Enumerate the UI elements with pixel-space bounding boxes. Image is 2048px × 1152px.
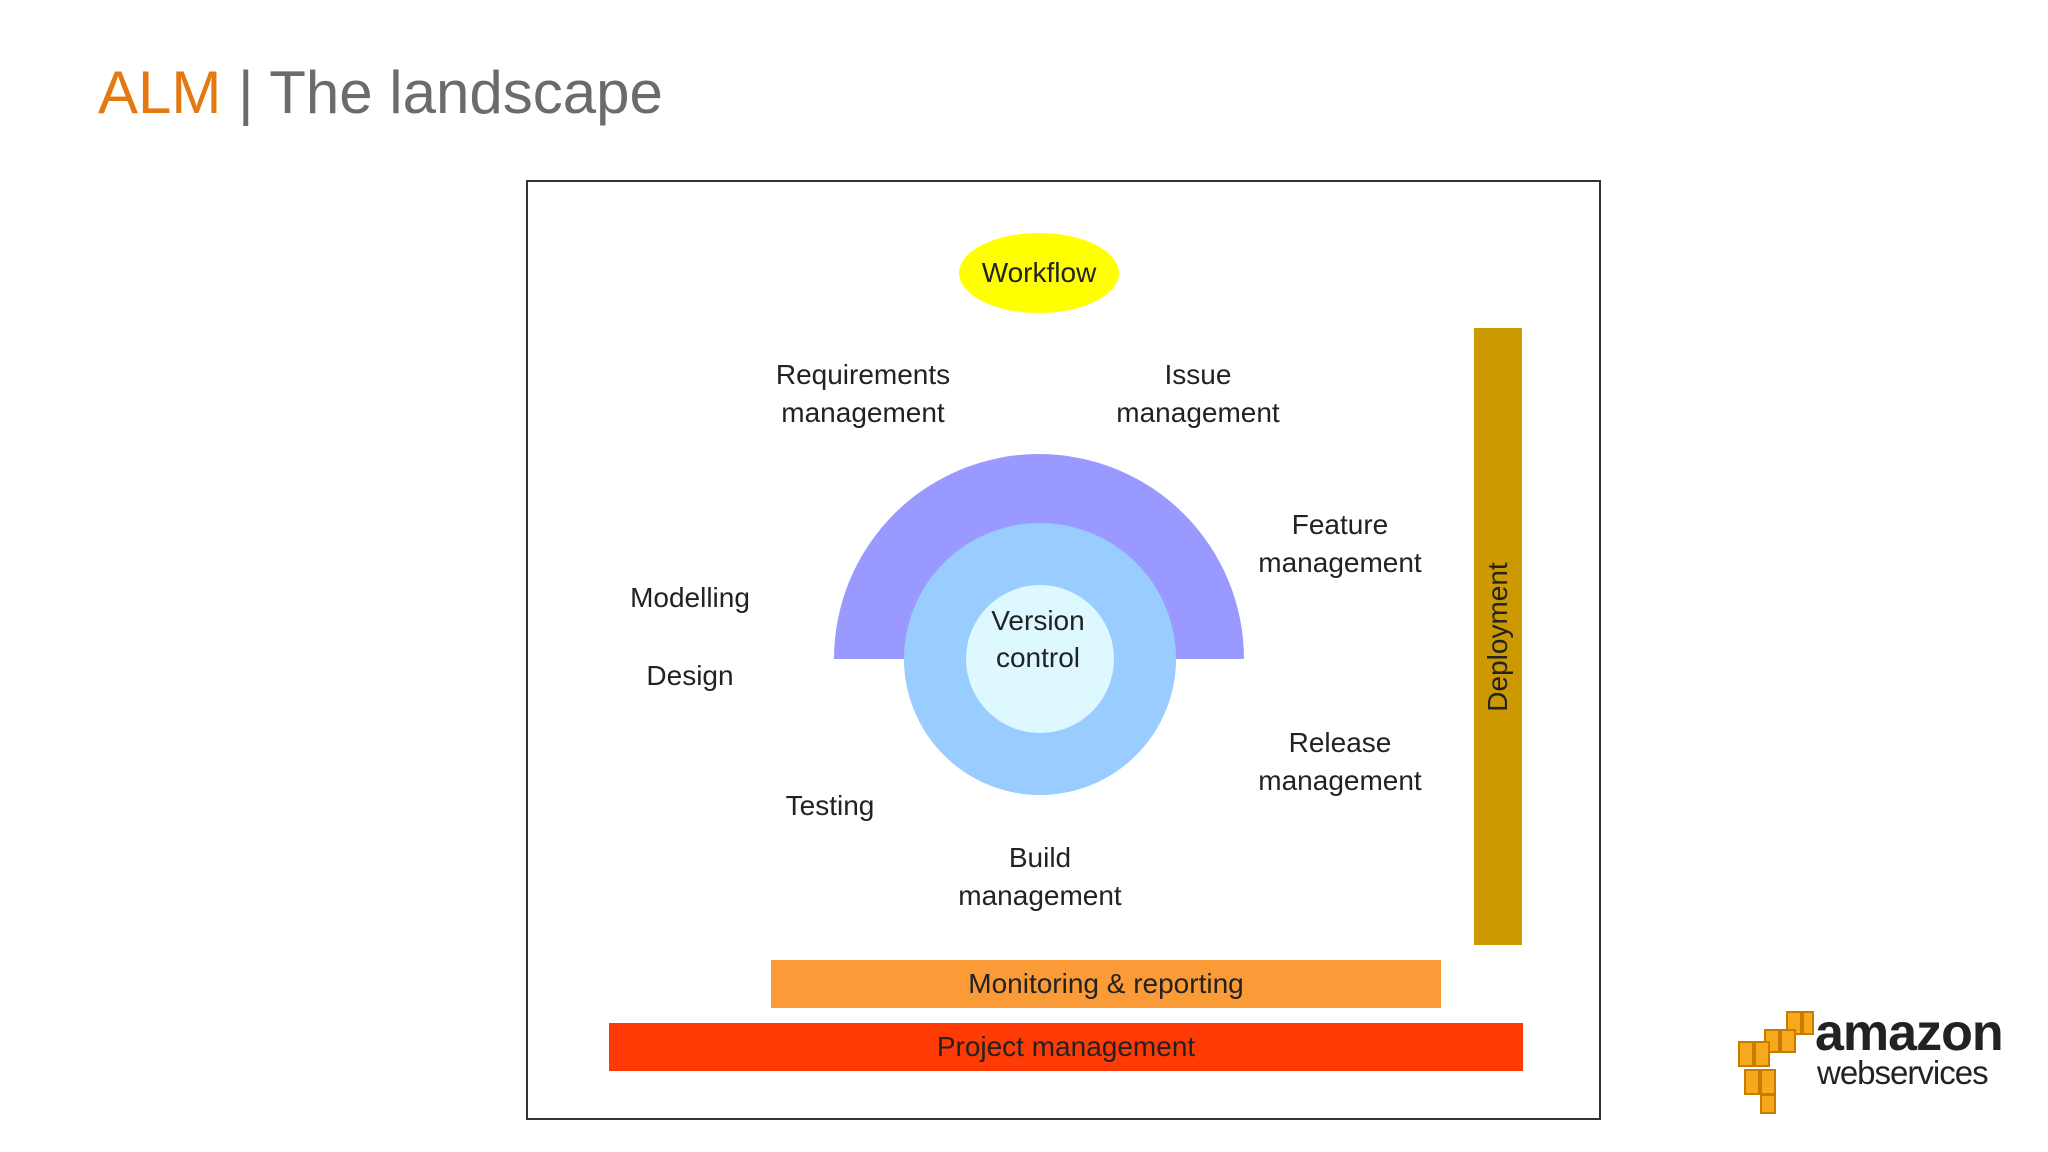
title-rest: The landscape (269, 59, 663, 126)
deployment-label: Deployment (1482, 561, 1513, 712)
monitoring-reporting-bar: Monitoring & reporting (771, 960, 1441, 1008)
label-requirements-management: Requirements management (775, 359, 951, 428)
aws-logo-amazon: amazon (1815, 1004, 2004, 1062)
inner-circle (966, 585, 1114, 733)
label-build-management: Build management (958, 842, 1122, 911)
label-release-management: Release management (1258, 727, 1422, 796)
aws-logo-webservices: webservices (1817, 1054, 1989, 1091)
project-management-bar: Project management (609, 1023, 1523, 1071)
diagram-shapes (834, 454, 1244, 795)
label-issue-management: Issue management (1116, 359, 1280, 428)
workflow-ellipse: Workflow (959, 233, 1119, 313)
slide-title: ALM | The landscape (98, 55, 663, 131)
aws-logo: amazon webservices (1735, 1004, 2004, 1115)
title-separator: | (221, 59, 270, 126)
title-accent: ALM (98, 59, 222, 126)
label-testing: Testing (785, 790, 875, 821)
aws-cubes-icon (1738, 1011, 1814, 1114)
label-modelling: Modelling (630, 582, 750, 613)
deployment-bar: Deployment (1474, 328, 1522, 945)
version-control-label: Version control (991, 605, 1085, 673)
label-feature-management: Feature management (1258, 509, 1422, 578)
alm-diagram: Workflow Requirements management Issue m… (526, 180, 1601, 1120)
label-design: Design (646, 660, 734, 691)
